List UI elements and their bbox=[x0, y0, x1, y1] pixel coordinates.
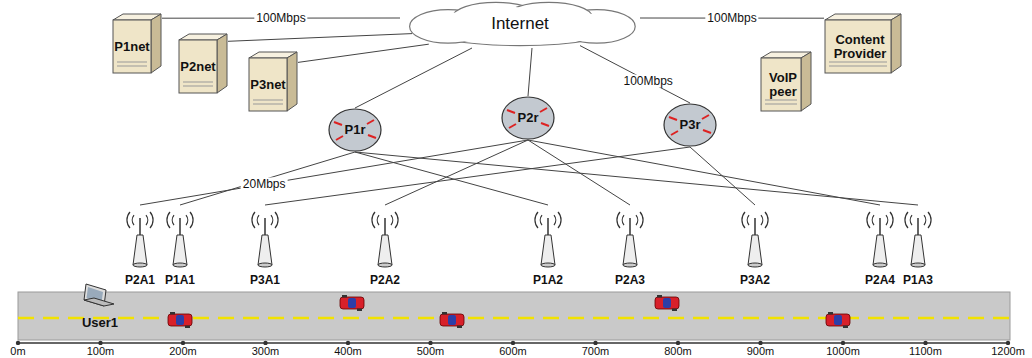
router-node: P1r bbox=[328, 108, 382, 152]
access-point: P1A3 bbox=[898, 205, 938, 287]
access-point: P3A2 bbox=[735, 205, 775, 287]
user-laptop: User1 bbox=[72, 280, 128, 330]
node-label: P3A2 bbox=[740, 274, 770, 287]
server-node: P3net bbox=[248, 50, 298, 112]
node-label: Content Provider bbox=[824, 25, 906, 62]
car bbox=[826, 312, 850, 328]
distance-label: 0m bbox=[9, 345, 26, 357]
node-label: Internet bbox=[491, 15, 549, 34]
distance-label: 200m bbox=[168, 345, 198, 357]
network-link bbox=[355, 152, 548, 205]
car bbox=[440, 312, 464, 328]
node-label: P1A2 bbox=[533, 274, 563, 287]
node-label: P3r bbox=[680, 118, 701, 132]
distance-label: 1100m bbox=[908, 345, 943, 357]
access-point: P2A4 bbox=[860, 205, 900, 287]
network-link bbox=[528, 140, 880, 205]
server-node: P1net bbox=[112, 12, 162, 74]
node-label: User1 bbox=[82, 316, 118, 330]
router-node: P3r bbox=[663, 103, 717, 147]
node-label: P2A2 bbox=[370, 274, 400, 287]
router-node: P2r bbox=[501, 96, 555, 140]
node-label: P1net bbox=[114, 32, 159, 54]
access-point: P2A1 bbox=[120, 205, 160, 287]
network-link bbox=[228, 34, 412, 42]
node-label: P1A3 bbox=[903, 274, 933, 287]
distance-label: 900m bbox=[746, 345, 776, 357]
car bbox=[655, 295, 679, 311]
node-label: P2A4 bbox=[865, 274, 895, 287]
network-link bbox=[690, 147, 755, 205]
bandwidth-label: 100Mbps bbox=[705, 12, 758, 25]
node-label: P2r bbox=[518, 111, 539, 125]
node-label: VoIP peer bbox=[760, 63, 816, 100]
road bbox=[18, 292, 1010, 340]
road-centerline bbox=[18, 317, 1010, 320]
cars bbox=[168, 295, 850, 328]
network-link bbox=[180, 152, 355, 205]
access-point: P1A2 bbox=[528, 205, 568, 287]
node-label: P2A1 bbox=[125, 274, 155, 287]
distance-label: 800m bbox=[663, 345, 693, 357]
node-label: P3A1 bbox=[250, 274, 280, 287]
network-link bbox=[298, 44, 429, 62]
node-label: P1r bbox=[345, 123, 366, 137]
access-point: P2A3 bbox=[610, 205, 650, 287]
network-link bbox=[580, 46, 690, 103]
server-node: VoIP peer bbox=[760, 50, 816, 112]
node-label: P1A1 bbox=[165, 274, 195, 287]
network-link bbox=[355, 48, 472, 108]
server-node: P2net bbox=[178, 32, 228, 94]
node-label: P2A3 bbox=[615, 274, 645, 287]
car bbox=[340, 295, 364, 311]
node-label: P2net bbox=[180, 52, 225, 74]
bandwidth-label: 100Mbps bbox=[254, 12, 307, 25]
car bbox=[168, 312, 192, 328]
distance-label: 600m bbox=[498, 345, 528, 357]
bandwidth-label: 20Mbps bbox=[241, 178, 288, 191]
access-point: P2A2 bbox=[365, 205, 405, 287]
network-link bbox=[265, 147, 690, 205]
distance-label: 100m bbox=[86, 345, 116, 357]
server-node: Content Provider bbox=[824, 12, 906, 74]
distance-label: 300m bbox=[251, 345, 281, 357]
node-label: P3net bbox=[250, 70, 295, 92]
distance-label: 1000m bbox=[825, 345, 861, 357]
network-link bbox=[528, 48, 532, 96]
bandwidth-label: 100Mbps bbox=[622, 75, 675, 88]
distance-label: 500m bbox=[416, 345, 446, 357]
access-point: P1A1 bbox=[160, 205, 200, 287]
access-point: P3A1 bbox=[245, 205, 285, 287]
distance-label: 700m bbox=[581, 345, 611, 357]
internet-cloud: Internet bbox=[400, 0, 640, 48]
distance-label: 400m bbox=[333, 345, 363, 357]
distance-label: 1200m bbox=[990, 345, 1026, 357]
